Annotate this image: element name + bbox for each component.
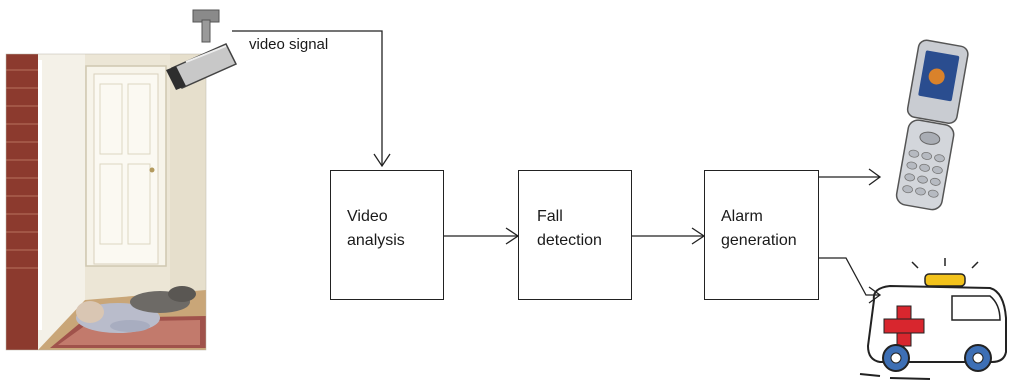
fall-detection-box: Fall detection (518, 170, 632, 300)
alarm-to-phone-arrowhead (868, 168, 882, 186)
video-signal-arrowhead (373, 153, 391, 168)
alarm-generation-label: Alarm generation (721, 208, 797, 249)
video-analysis-box: Video analysis (330, 170, 444, 300)
video-signal-connector (232, 30, 383, 166)
fall-detection-label: Fall detection (537, 208, 602, 249)
video-analysis-label: Video analysis (347, 208, 405, 249)
alarm-generation-box: Alarm generation (704, 170, 819, 300)
alarm-to-ambulance-connector (819, 257, 880, 296)
video-signal-label: video signal (249, 36, 329, 53)
alarm-to-ambulance-arrowhead (868, 286, 882, 304)
